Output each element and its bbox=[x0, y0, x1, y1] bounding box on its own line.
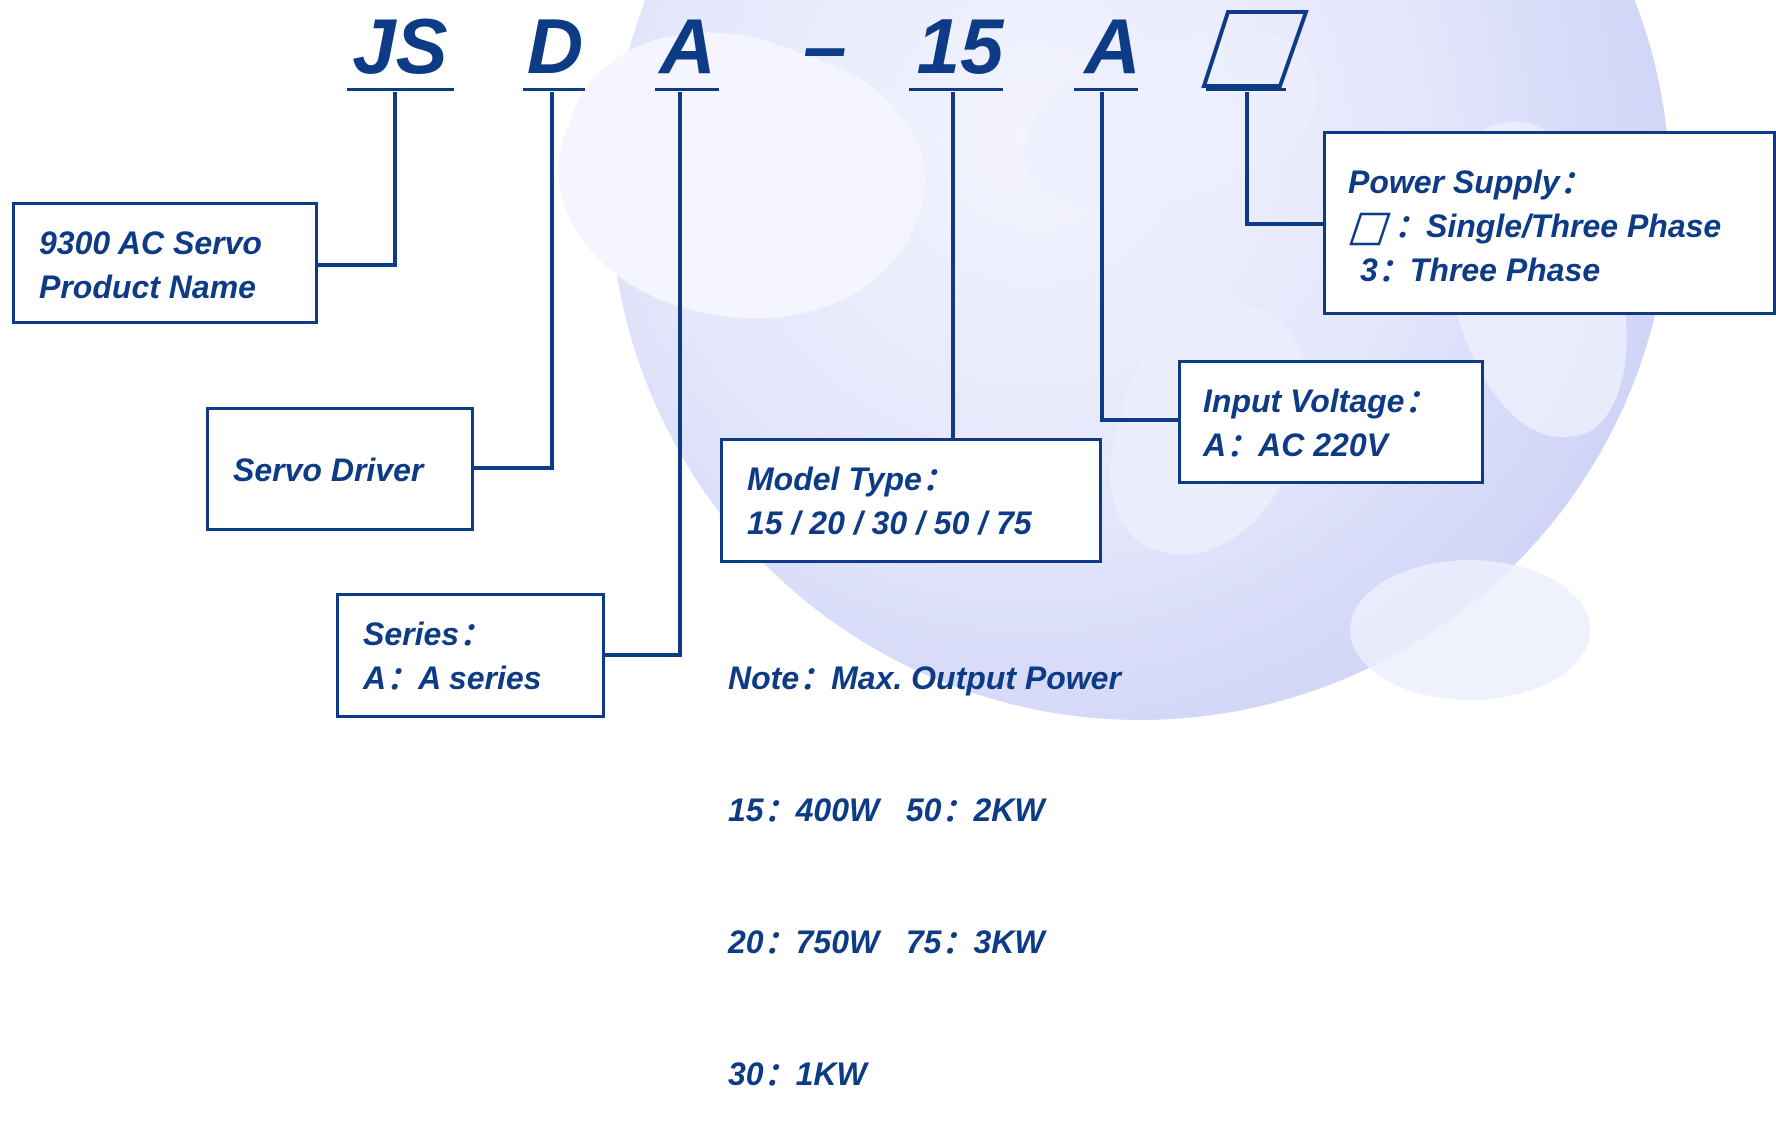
code-segment-model: 15 bbox=[916, 2, 1004, 90]
connector-lines bbox=[318, 92, 1323, 657]
power-supply-box: Power Supply： ：Single/Three Phase 3：Thre… bbox=[1323, 131, 1776, 315]
connector-series bbox=[605, 92, 682, 657]
series-line1: Series： bbox=[363, 616, 492, 652]
servo-driver-label: Servo Driver bbox=[233, 452, 424, 488]
servo-driver-box: Servo Driver bbox=[206, 407, 474, 531]
code-segment-d: D bbox=[526, 2, 584, 90]
product-name-line1: 9300 AC Servo bbox=[39, 225, 262, 261]
model-type-line2: 15 / 20 / 30 / 50 / 75 bbox=[747, 505, 1032, 541]
note-line1: Note：Max. Output Power bbox=[728, 660, 1121, 696]
series-box: Series： A：A series bbox=[336, 593, 605, 718]
parallelogram-placeholder-icon bbox=[1201, 10, 1309, 88]
background-continent bbox=[1350, 560, 1590, 700]
code-segment-voltage: A bbox=[1084, 2, 1141, 90]
code-underline bbox=[1206, 88, 1286, 91]
parallelogram-symbol-icon bbox=[1349, 212, 1391, 245]
code-segment-a: A bbox=[659, 2, 716, 90]
code-dash: – bbox=[803, 2, 847, 90]
code-underline bbox=[1074, 88, 1138, 91]
note-line2: 15：400W 50：2KW bbox=[728, 792, 1045, 828]
code-underline bbox=[523, 88, 585, 91]
power-supply-line1: Power Supply： bbox=[1348, 164, 1592, 200]
power-supply-line3: 3：Three Phase bbox=[1360, 252, 1601, 288]
code-segment-js: JS bbox=[352, 2, 448, 90]
code-underline bbox=[655, 88, 719, 91]
series-line2: A：A series bbox=[363, 660, 542, 696]
connector-voltage bbox=[1100, 92, 1180, 422]
code-underline bbox=[347, 88, 454, 91]
input-voltage-line2: A：AC 220V bbox=[1203, 427, 1388, 463]
product-name-line2: Product Name bbox=[39, 269, 256, 305]
note-line3: 20：750W 75：3KW bbox=[728, 924, 1045, 960]
power-supply-option-single-three: ：Single/Three Phase bbox=[1394, 208, 1722, 244]
power-supply-line2: ：Single/Three Phase bbox=[1348, 204, 1773, 248]
model-type-box: Model Type： 15 / 20 / 30 / 50 / 75 bbox=[720, 438, 1102, 563]
connector-driver bbox=[473, 92, 554, 470]
connector-power bbox=[1245, 92, 1323, 226]
note-line4: 30：1KW bbox=[728, 1056, 867, 1092]
code-underline bbox=[909, 88, 1003, 91]
input-voltage-line1: Input Voltage： bbox=[1203, 383, 1437, 419]
input-voltage-box: Input Voltage： A：AC 220V bbox=[1178, 360, 1484, 484]
model-type-line1: Model Type： bbox=[747, 461, 954, 497]
product-name-box: 9300 AC Servo Product Name bbox=[12, 202, 318, 324]
connector-product bbox=[318, 92, 397, 267]
note-max-output-power: Note：Max. Output Power 15：400W 50：2KW 20… bbox=[728, 568, 1121, 1140]
